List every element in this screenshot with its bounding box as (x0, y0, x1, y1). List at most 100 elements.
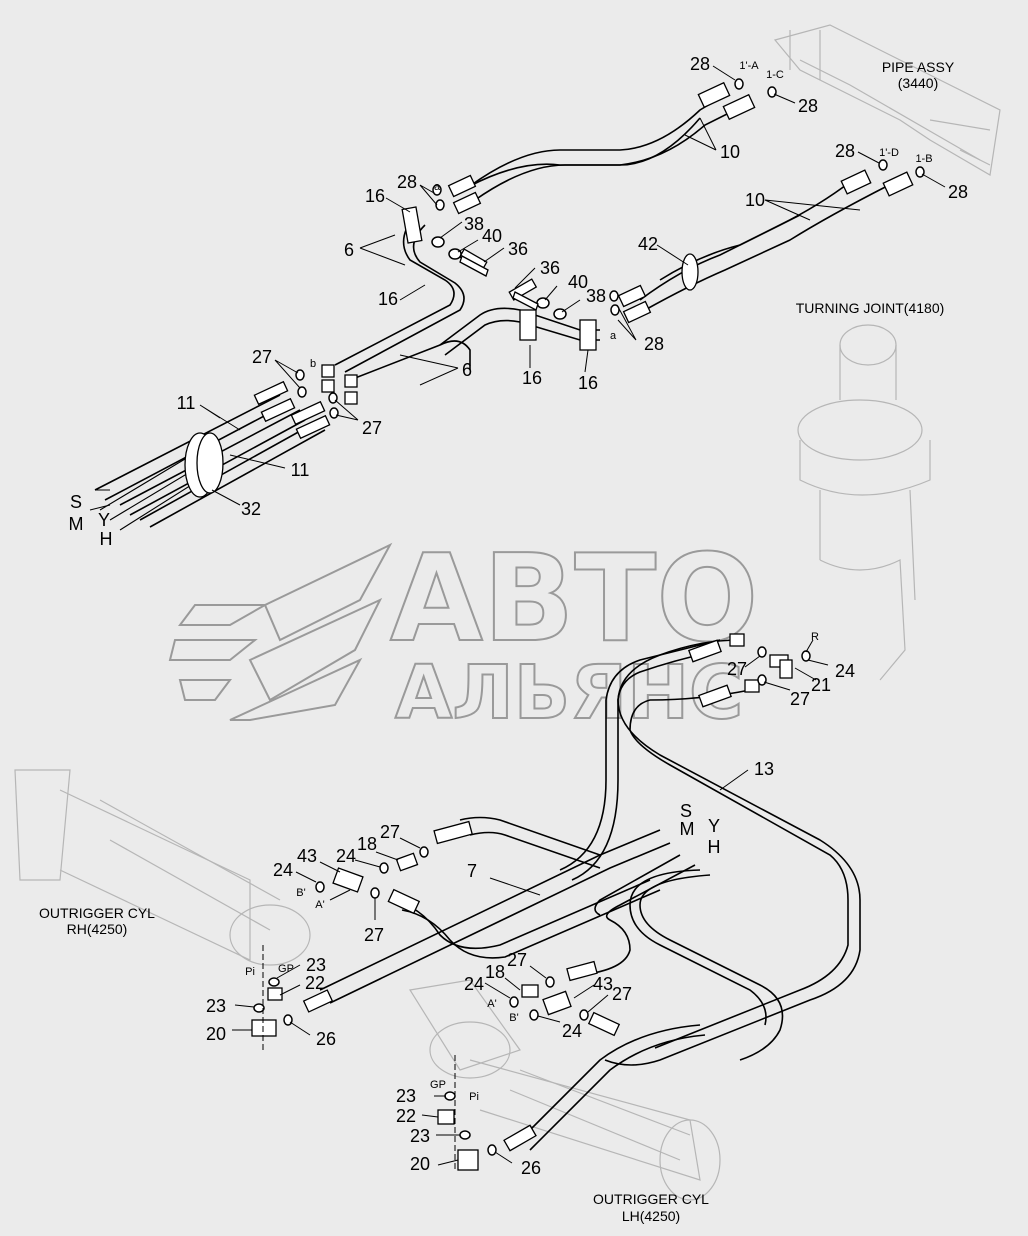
pipe-assy-title: PIPE ASSY (882, 59, 955, 75)
port-label: Pi (469, 1091, 479, 1103)
callout-6: 6 (344, 240, 354, 260)
line-label-m: M (680, 819, 695, 839)
callout-28: 28 (798, 96, 818, 116)
callout-26: 26 (521, 1158, 541, 1178)
port-label: B' (509, 1012, 518, 1024)
callout-38: 38 (586, 286, 606, 306)
callout-24: 24 (464, 974, 484, 994)
port-label: GP (430, 1079, 446, 1091)
callout-28: 28 (690, 54, 710, 74)
pipe-assy-code: (3440) (898, 75, 938, 91)
bolt-36-b (512, 291, 539, 311)
port-label: 1'-A (739, 60, 759, 72)
port-label: a (434, 181, 441, 193)
port-label: B' (296, 887, 305, 899)
watermark-text-bottom: АЛЬЯНС (395, 650, 743, 736)
port-label: R (811, 631, 819, 643)
callout-23: 23 (206, 996, 226, 1016)
line-label-h: H (100, 529, 113, 549)
callout-23: 23 (396, 1086, 416, 1106)
callout-23: 23 (410, 1126, 430, 1146)
callout-22: 22 (396, 1106, 416, 1126)
callout-24: 24 (336, 846, 356, 866)
callout-11: 11 (177, 393, 196, 413)
callout-11: 11 (291, 460, 310, 480)
turning-joint-ghost (797, 324, 931, 681)
outrigger-lh-ghost (409, 979, 721, 1201)
callout-7: 7 (467, 861, 477, 881)
leader-lines (89, 65, 946, 1166)
port-label: 1-C (766, 69, 784, 81)
callout-24: 24 (562, 1021, 582, 1041)
callout-32: 32 (241, 499, 261, 519)
callout-42: 42 (638, 234, 658, 254)
line-labels-right: S M Y H (680, 801, 721, 857)
callout-6: 6 (462, 360, 472, 380)
bolt-36-a (459, 255, 489, 277)
watermark-text-top: АВТО (390, 530, 758, 669)
callout-21: 21 (811, 675, 831, 695)
callout-40: 40 (568, 272, 588, 292)
callout-27: 27 (362, 418, 382, 438)
outrigger-rh-ghost (14, 769, 311, 966)
port-label: 1'-D (879, 147, 899, 159)
port-label: GP (278, 963, 294, 975)
callout-13: 13 (754, 759, 774, 779)
callout-27: 27 (507, 950, 527, 970)
port-label: a (610, 330, 617, 342)
lower-fittings (251, 633, 793, 1171)
callout-40: 40 (482, 226, 502, 246)
callout-18: 18 (357, 834, 377, 854)
callout-36: 36 (508, 239, 528, 259)
line-labels-left: S M Y H (69, 492, 113, 549)
outrigger-lh-code: LH(4250) (622, 1208, 680, 1224)
callout-23: 23 (306, 955, 326, 975)
line-label-y: Y (708, 816, 720, 836)
callout-20: 20 (206, 1024, 226, 1044)
port-label: A' (487, 998, 496, 1010)
clamp-32-rim (196, 432, 224, 494)
lower-hoses (319, 639, 861, 1151)
callout-22: 22 (305, 973, 325, 993)
callout-20: 20 (410, 1154, 430, 1174)
callout-18: 18 (485, 962, 505, 982)
line-label-s: S (70, 492, 82, 512)
upper-orings (295, 78, 925, 419)
callout-16: 16 (378, 289, 398, 309)
callout-16: 16 (365, 186, 385, 206)
callout-27: 27 (790, 689, 810, 709)
callout-27: 27 (727, 659, 747, 679)
line-label-m: M (69, 514, 84, 534)
pipe-assy-ghost (773, 24, 1001, 176)
callout-10: 10 (720, 142, 740, 162)
callout-36: 36 (540, 258, 560, 278)
callout-38: 38 (464, 214, 484, 234)
callout-10: 10 (745, 190, 765, 210)
port-label: A' (315, 899, 324, 911)
callout-27: 27 (612, 984, 632, 1004)
callout-24: 24 (835, 661, 855, 681)
port-label: b (310, 358, 316, 370)
callout-43: 43 (593, 974, 613, 994)
callout-16: 16 (522, 368, 542, 388)
callout-27: 27 (364, 925, 384, 945)
part-callouts: 28 28 10 28 28 10 28 16 6 38 40 36 42 36… (177, 54, 968, 1178)
clamp-42 (681, 253, 699, 291)
port-label: Pi (245, 966, 255, 978)
callout-27: 27 (380, 822, 400, 842)
turning-joint-title: TURNING JOINT(4180) (796, 300, 945, 316)
callout-28: 28 (644, 334, 664, 354)
line-label-h: H (708, 837, 721, 857)
outrigger-rh-title: OUTRIGGER CYL (39, 905, 155, 921)
outrigger-lh-title: OUTRIGGER CYL (593, 1191, 709, 1207)
line-label-s: S (680, 801, 692, 821)
watermark-logo (168, 542, 393, 721)
line-label-y: Y (98, 510, 110, 530)
callout-43: 43 (297, 846, 317, 866)
port-labels: 1'-A 1-C 1'-D 1-B a a b R B' A' Pi GP A'… (245, 60, 932, 1103)
callout-26: 26 (316, 1029, 336, 1049)
callout-28: 28 (835, 141, 855, 161)
callout-24: 24 (273, 860, 293, 880)
